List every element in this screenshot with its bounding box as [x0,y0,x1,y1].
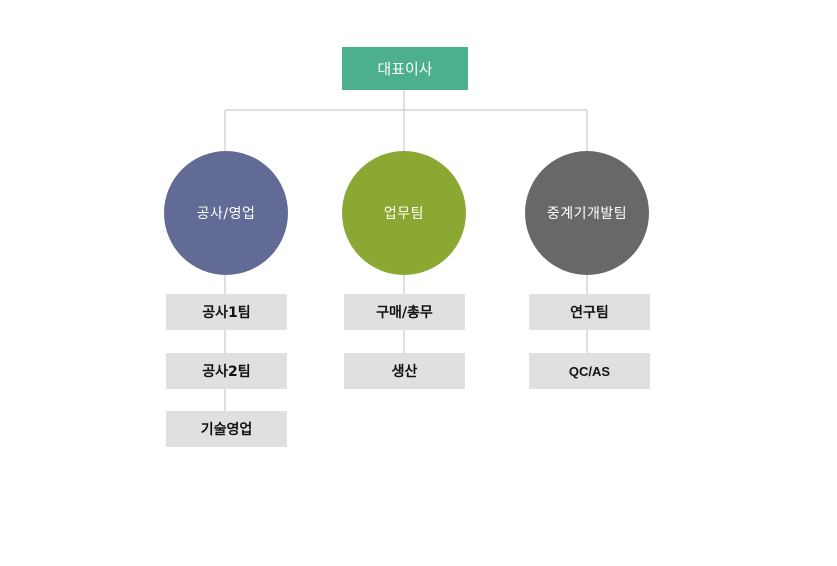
team-box: 생산 [344,353,465,389]
dept-label: 중계기개발팀 [546,206,628,222]
team-label: 생산 [391,364,418,380]
dept-circle-construction-sales: 공사/영업 [164,151,288,275]
team-label: 공사2팀 [202,364,251,380]
team-box: 공사1팀 [166,294,287,330]
ceo-label: 대표이사 [377,60,433,78]
team-box: QC/AS [529,353,650,389]
dept-label: 공사/영업 [196,206,256,222]
team-box: 공사2팀 [166,353,287,389]
dept-label: 업무팀 [383,206,425,222]
dept-circle-operations: 업무팀 [342,151,466,275]
team-box: 구매/총무 [344,294,465,330]
team-label: 구매/총무 [376,305,433,321]
dept-circle-repeater-dev: 중계기개발팀 [525,151,649,275]
team-label: 연구팀 [570,305,609,321]
team-box: 연구팀 [529,294,650,330]
team-label: QC/AS [568,363,611,379]
ceo-box: 대표이사 [342,47,468,90]
team-label: 공사1팀 [202,305,251,321]
team-box: 기술영업 [166,411,287,447]
team-label: 기술영업 [200,422,253,438]
